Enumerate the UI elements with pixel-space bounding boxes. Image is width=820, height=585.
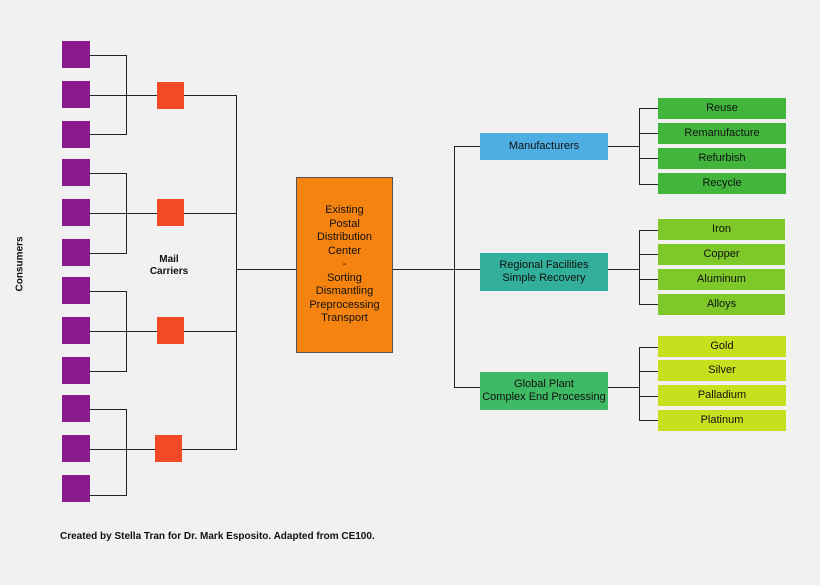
destination-regional-facilities: Regional Facilities Simple Recovery <box>480 253 608 291</box>
carrier-node <box>157 82 184 109</box>
destination-global-plant: Global Plant Complex End Processing <box>480 372 608 410</box>
leaf-palladium: Palladium <box>658 385 786 406</box>
carriers-label: Mail Carriers <box>149 254 189 277</box>
leaf-platinum: Platinum <box>658 410 786 431</box>
consumer-node <box>62 395 90 422</box>
consumer-node <box>62 159 90 186</box>
consumer-node <box>62 81 90 108</box>
consumer-node <box>62 41 90 68</box>
consumer-node <box>62 357 90 384</box>
leaf-aluminum: Aluminum <box>658 269 785 290</box>
leaf-refurbish: Refurbish <box>658 148 786 169</box>
leaf-reuse: Reuse <box>658 98 786 119</box>
leaf-gold: Gold <box>658 336 786 357</box>
credit-note: Created by Stella Tran for Dr. Mark Espo… <box>60 531 375 542</box>
consumer-node <box>62 277 90 304</box>
leaf-recycle: Recycle <box>658 173 786 194</box>
consumer-node <box>62 317 90 344</box>
carrier-node <box>157 199 184 226</box>
carrier-node <box>155 435 182 462</box>
leaf-alloys: Alloys <box>658 294 785 315</box>
postal-distribution-center: Existing Postal Distribution Center - So… <box>296 177 393 353</box>
leaf-remanufacture: Remanufacture <box>658 123 786 144</box>
consumer-node <box>62 199 90 226</box>
consumers-label: Consumers <box>14 236 26 292</box>
destination-manufacturers: Manufacturers <box>480 133 608 160</box>
consumer-node <box>62 435 90 462</box>
carrier-node <box>157 317 184 344</box>
leaf-iron: Iron <box>658 219 785 240</box>
leaf-silver: Silver <box>658 360 786 381</box>
consumer-node <box>62 239 90 266</box>
consumer-node <box>62 121 90 148</box>
consumer-node <box>62 475 90 502</box>
leaf-copper: Copper <box>658 244 785 265</box>
